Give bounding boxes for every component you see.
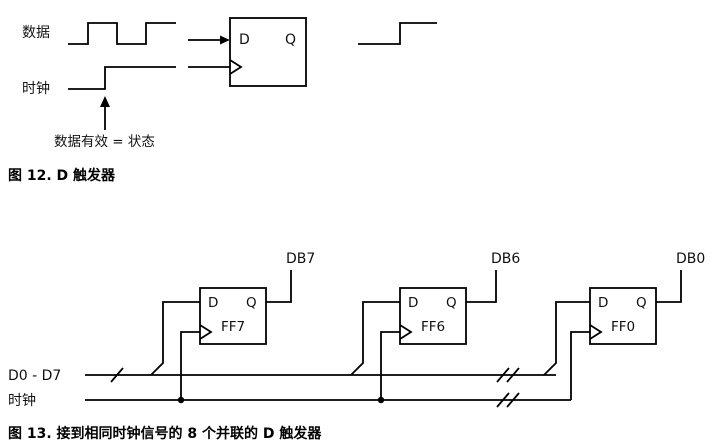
figure-12-caption: 图 12. D 触发器 (8, 167, 116, 184)
figure-13-caption: 图 13. 接到相同时钟信号的 8 个并联的 D 触发器 (8, 425, 322, 442)
ff0-clock-triangle-icon (589, 324, 603, 340)
data-input-arrowhead-icon (220, 35, 230, 45)
clock-input-triangle-icon (229, 59, 243, 75)
ff6-name-label: FF6 (421, 319, 445, 335)
ff6-q-label: Q (446, 295, 457, 311)
ff6-d-label: D (408, 295, 418, 311)
ff0-box (589, 287, 657, 345)
flipflop-d-label: D (239, 32, 250, 48)
ff7-output-label: DB7 (286, 251, 315, 267)
ff7-clock-input-wire (180, 331, 200, 400)
figure-13-text: DB7 DB6 DB0 D Q FF7 D Q FF6 D Q FF0 D0 -… (8, 251, 705, 442)
ff0-d-input-wire (543, 301, 590, 376)
data-bus-break-slash-icon (506, 367, 520, 383)
ff6-clock-junction-dot (377, 396, 385, 404)
output-waveform (358, 22, 437, 45)
flipflop-q-label: Q (285, 32, 296, 48)
ff0-name-label: FF0 (611, 319, 635, 335)
data-signal-label: 数据 (22, 25, 50, 41)
ff6-q-output-wire (466, 270, 497, 303)
flipflop-box (229, 17, 307, 87)
ff6-d-input-wire (350, 301, 400, 376)
ff7-q-output-wire (266, 270, 292, 303)
clock-bus-label: 时钟 (8, 392, 36, 409)
ff7-clock-junction-dot (177, 396, 185, 404)
bus-width-slash-icon (110, 367, 124, 383)
ff7-name-label: FF7 (221, 319, 245, 335)
ff0-d-label: D (598, 295, 608, 311)
ff7-d-input-wire (150, 301, 200, 376)
ff0-clock-input-wire (570, 331, 590, 400)
clock-bus-break-slash-icon (506, 392, 520, 408)
ff6-box (399, 287, 467, 345)
data-waveform (68, 22, 176, 45)
clock-bus-break-slash-icon (496, 392, 510, 408)
ff7-q-label: Q (246, 295, 257, 311)
ff7-box (199, 287, 267, 345)
ff0-q-output-wire (656, 270, 682, 303)
ff0-output-label: DB0 (676, 251, 705, 267)
clock-waveform (68, 66, 176, 90)
data-bus-label: D0 - D7 (8, 368, 61, 384)
data-valid-annotation: 数据有效 = 状态 (54, 134, 155, 150)
figure-12-d-flipflop (68, 17, 437, 130)
ff0-q-label: Q (636, 295, 647, 311)
data-bus-break-slash-icon (496, 367, 510, 383)
clock-signal-label: 时钟 (22, 80, 50, 97)
ff6-clock-input-wire (380, 331, 400, 400)
ff7-clock-triangle-icon (199, 324, 213, 340)
figure-13-wires (85, 270, 682, 408)
ff7-d-label: D (208, 295, 218, 311)
valid-arrowhead-icon (100, 96, 110, 107)
figure-12-text: 数据 时钟 D Q 数据有效 = 状态 图 12. D 触发器 (8, 25, 296, 184)
ff6-output-label: DB6 (491, 251, 520, 267)
ff6-clock-triangle-icon (399, 324, 413, 340)
